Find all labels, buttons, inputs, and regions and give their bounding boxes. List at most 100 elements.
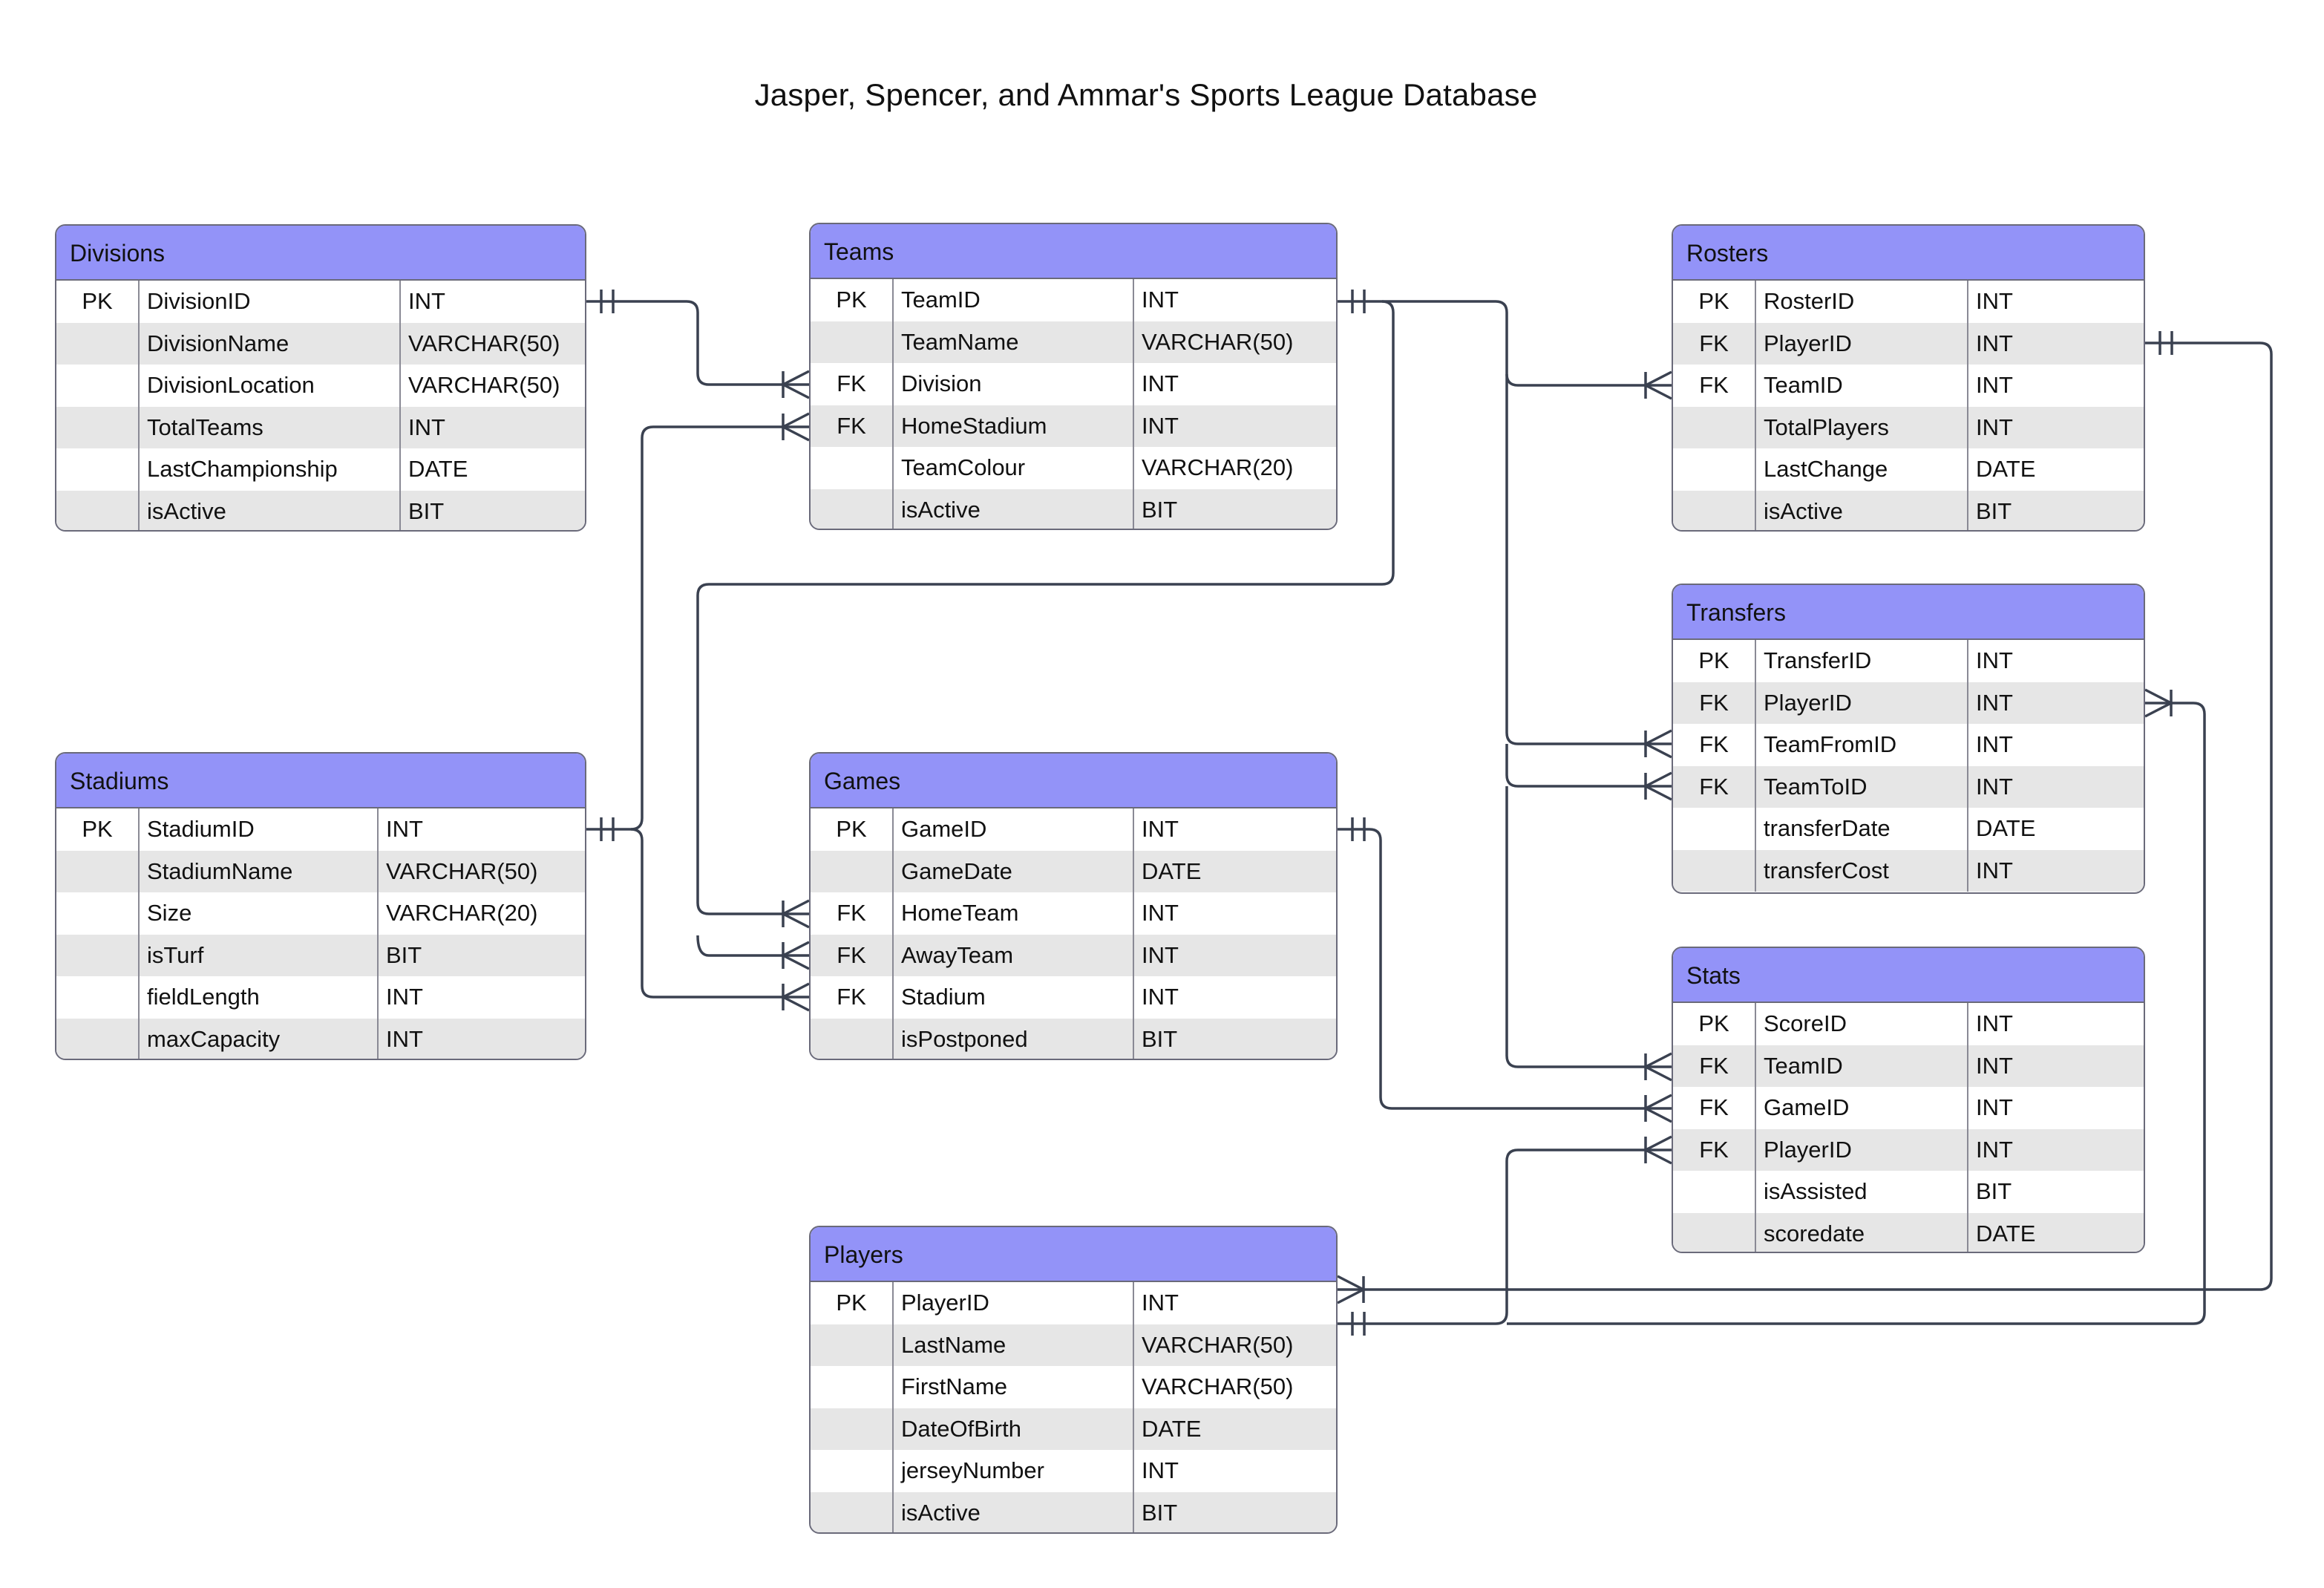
key-cell: PK — [1673, 1003, 1756, 1045]
type-cell: VARCHAR(50) — [1142, 1373, 1294, 1399]
name-cell: isActive — [894, 1491, 1134, 1532]
many-marker — [1644, 729, 1672, 759]
type-cell: INT — [1976, 689, 2013, 716]
type-cell: INT — [386, 816, 423, 842]
many-marker — [1644, 1094, 1672, 1123]
name-cell: TeamID — [1756, 1045, 1968, 1087]
field-row[interactable]: jerseyNumber INT — [811, 1450, 1336, 1492]
many-marker — [782, 412, 810, 442]
key-cell: FK — [811, 405, 894, 447]
type-cell: BIT — [1142, 1499, 1178, 1526]
name-cell: TeamColour — [894, 447, 1134, 489]
name-cell: LastName — [894, 1324, 1134, 1366]
key-cell — [56, 490, 140, 530]
name-cell: maxCapacity — [140, 1018, 379, 1059]
link-teams-stats — [1505, 786, 1672, 1068]
name-cell: transferDate — [1756, 808, 1968, 850]
name-cell: StadiumID — [140, 808, 379, 851]
key-cell: FK — [811, 934, 894, 976]
name-cell: jerseyNumber — [894, 1450, 1134, 1492]
type-cell: BIT — [408, 497, 445, 524]
name-cell: scoredate — [1756, 1212, 1968, 1252]
field-row[interactable]: isActive BIT — [811, 1491, 1336, 1532]
type-cell: VARCHAR(50) — [408, 372, 560, 398]
type-cell: VARCHAR(50) — [1142, 1331, 1294, 1358]
field-row[interactable]: maxCapacity INT — [56, 1018, 585, 1059]
name-cell: isActive — [894, 489, 1134, 529]
one-marker — [2158, 331, 2173, 355]
name-cell: RosterID — [1756, 281, 1968, 323]
key-cell: FK — [1673, 765, 1756, 808]
type-cell: INT — [386, 1025, 423, 1052]
entity-header: Divisions — [56, 226, 585, 281]
key-cell — [1673, 1212, 1756, 1252]
link-players-stats — [1338, 1148, 1672, 1325]
type-cell: INT — [1142, 1457, 1179, 1483]
key-cell: PK — [56, 808, 140, 851]
entity-header: Teams — [811, 224, 1336, 279]
field-row[interactable]: LastName VARCHAR(50) — [811, 1324, 1336, 1366]
key-cell — [811, 489, 894, 529]
key-cell — [811, 447, 894, 489]
key-cell: FK — [1673, 322, 1756, 365]
type-cell: INT — [1142, 370, 1179, 396]
type-cell: INT — [1976, 288, 2013, 314]
name-cell: TeamName — [894, 321, 1134, 363]
type-cell: BIT — [386, 941, 422, 968]
type-cell: INT — [1976, 414, 2013, 440]
